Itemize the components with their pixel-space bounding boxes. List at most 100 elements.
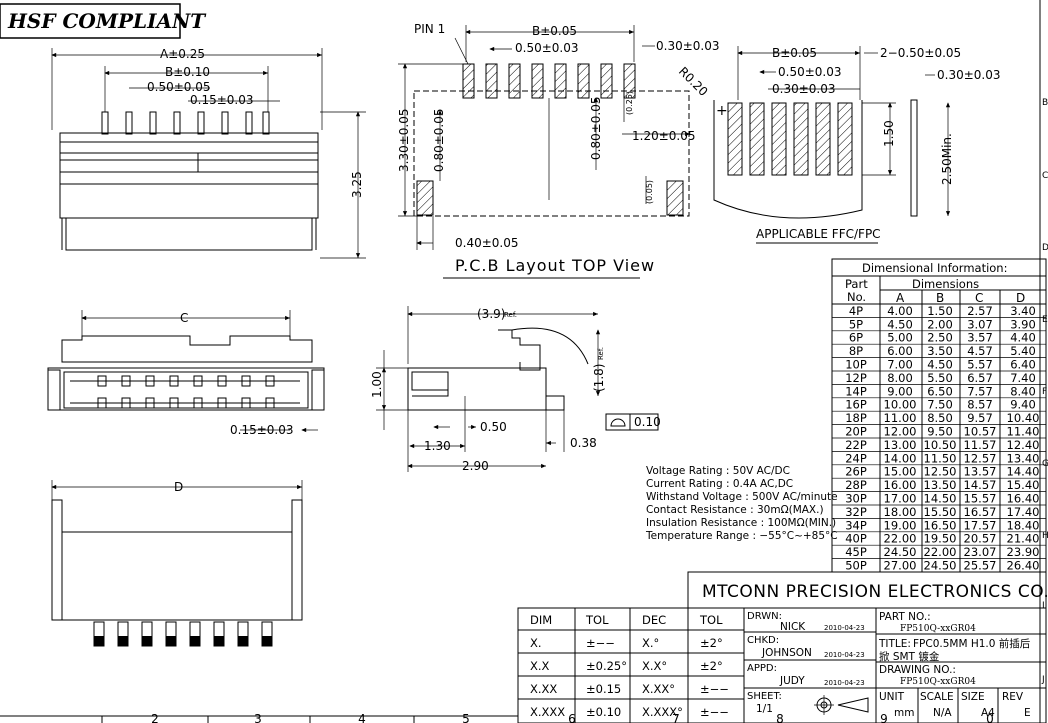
ffc-view: B±0.05 2−0.50±0.05 0.50±0.03 0.30±0.03 +… (713, 46, 1001, 244)
spec-line: Voltage Rating : 50V AC/DC (646, 465, 790, 477)
table-cell: 14.00 (884, 451, 917, 465)
table-cell: 27.00 (884, 559, 917, 573)
side-view: (3.9) Ref. (1.8) Ref. 1.00 0.50 1.30 0.3… (370, 306, 661, 473)
table-part-no: 34P (845, 518, 867, 532)
tol-head-tol: TOL (585, 613, 609, 627)
table-part-no: 10P (845, 358, 867, 372)
tol-cell: ±0.10 (586, 705, 621, 719)
table-cell: 18.00 (884, 505, 917, 519)
pin1-label: PIN 1 (414, 22, 445, 36)
table-cell: 6.40 (1010, 358, 1036, 372)
ffc-dim-150-label: 1.50 (882, 120, 896, 147)
title-label: TITLE: (878, 638, 911, 650)
table-cell: 4.50 (927, 358, 953, 372)
side-ref-label: Ref. (504, 311, 517, 319)
table-part-no: 22P (845, 438, 867, 452)
dim-pin-label: 0.15±0.03 (190, 93, 254, 107)
tol-head-dec: DEC (642, 613, 666, 627)
table-cell: 23.90 (1007, 545, 1040, 559)
ffc-title: APPLICABLE FFC/FPC (756, 227, 881, 241)
table-part-no: 12P (845, 371, 867, 385)
table-cell: 16.50 (924, 518, 957, 532)
table-cell: 24.50 (884, 545, 917, 559)
drawing-no-value: FP510Q-xxGR04 (900, 677, 976, 687)
dim-a-label: A±0.25 (160, 47, 205, 61)
side-dim-39-label: (3.9) (477, 307, 505, 321)
table-cell: 12.00 (884, 425, 917, 439)
table-cell: 5.40 (1010, 344, 1036, 358)
table-cell: 16.00 (884, 478, 917, 492)
tol-cell: ±2° (700, 636, 723, 650)
table-cell: 11.50 (924, 451, 957, 465)
appd-name: JUDY (779, 675, 805, 687)
tol-cell: ±0.15 (586, 682, 621, 696)
ffc-dim-w-label: 0.30±0.03 (772, 82, 836, 96)
table-cell: 3.50 (927, 344, 953, 358)
table-cell: 5.57 (967, 358, 993, 372)
pcb-dim-b-label: B±0.05 (532, 24, 577, 38)
table-cell: 16.40 (1007, 492, 1040, 506)
table-cell: 23.07 (964, 545, 997, 559)
table-part-no: 16P (845, 398, 867, 412)
table-cell: 4.40 (1010, 331, 1036, 345)
table-cell: 20.57 (964, 532, 997, 546)
table-part-no: 20P (845, 425, 867, 439)
table-cell: 17.00 (884, 492, 917, 506)
table-head-dims: Dimensions (912, 277, 979, 291)
chkd-label: CHKD: (747, 635, 779, 646)
pcb-dim-small-label: (0.25) (625, 91, 634, 115)
table-cell: 11.57 (964, 438, 997, 452)
table-cell: 10.40 (1007, 411, 1040, 425)
table-col-a: A (896, 291, 905, 305)
table-cell: 9.50 (927, 425, 953, 439)
table-part-no: 40P (845, 532, 867, 546)
side-dim-050-label: 0.50 (480, 420, 507, 434)
side-dim-038-label: 0.38 (570, 436, 597, 450)
rev-value: E (1024, 707, 1031, 719)
table-cell: 7.00 (887, 358, 913, 372)
bottom-view: D (51, 480, 303, 647)
table-cell: 4.50 (887, 317, 913, 331)
border-number: 5 (462, 712, 470, 723)
tol-cell: ±−− (700, 705, 729, 719)
tol-head-tol2: TOL (699, 613, 723, 627)
tol-cell: X.XX° (642, 682, 675, 696)
ffc-dim-pitch-label: 0.50±0.03 (778, 65, 842, 79)
spec-line: Temperature Range : −55°C~+85°C (645, 530, 838, 542)
table-cell: 2.50 (927, 331, 953, 345)
table-cell: 7.50 (927, 398, 953, 412)
table-cell: 5.50 (927, 371, 953, 385)
table-part-no: 14P (845, 384, 867, 398)
table-cell: 8.00 (887, 371, 913, 385)
pcb-dim-r-label: R0.20 (676, 64, 711, 99)
table-cell: 9.40 (1010, 398, 1036, 412)
tol-cell: X.XXX (530, 705, 565, 719)
pcb-dim-pad-h-label: 0.80±0.05 (432, 109, 446, 173)
table-cell: 6.00 (887, 344, 913, 358)
table-cell: 10.00 (884, 398, 917, 412)
side-dim-100-label: 1.00 (370, 371, 384, 398)
dimension-table: Dimensional Information: Part No. Dimens… (831, 258, 1047, 573)
spec-line: Withstand Voltage : 500V AC/minute (646, 491, 838, 503)
sheet-label: SHEET: (747, 691, 782, 702)
border-number: 3 (254, 712, 262, 723)
table-cell: 15.40 (1007, 478, 1040, 492)
spec-line: Current Rating : 0.4A AC,DC (646, 478, 793, 490)
table-cell: 9.00 (887, 384, 913, 398)
table-cell: 13.57 (964, 465, 997, 479)
side-dim-130-label: 1.30 (424, 439, 451, 453)
table-cell: 8.50 (927, 411, 953, 425)
top-view-pins (101, 111, 270, 135)
dimension-table-title: Dimensional Information: (862, 261, 1007, 275)
tol-cell: X.XXX° (642, 705, 683, 719)
table-cell: 18.40 (1007, 518, 1040, 532)
side-dim-290-label: 2.90 (462, 459, 489, 473)
size-value: A4 (981, 707, 995, 719)
tol-cell: ±0.25° (586, 659, 627, 673)
border-number: 7 (672, 712, 680, 723)
table-cell: 15.50 (924, 505, 957, 519)
border-letter: I (1042, 601, 1045, 611)
table-cell: 3.57 (967, 331, 993, 345)
pcb-dim-040-label: 0.40±0.05 (455, 236, 519, 250)
